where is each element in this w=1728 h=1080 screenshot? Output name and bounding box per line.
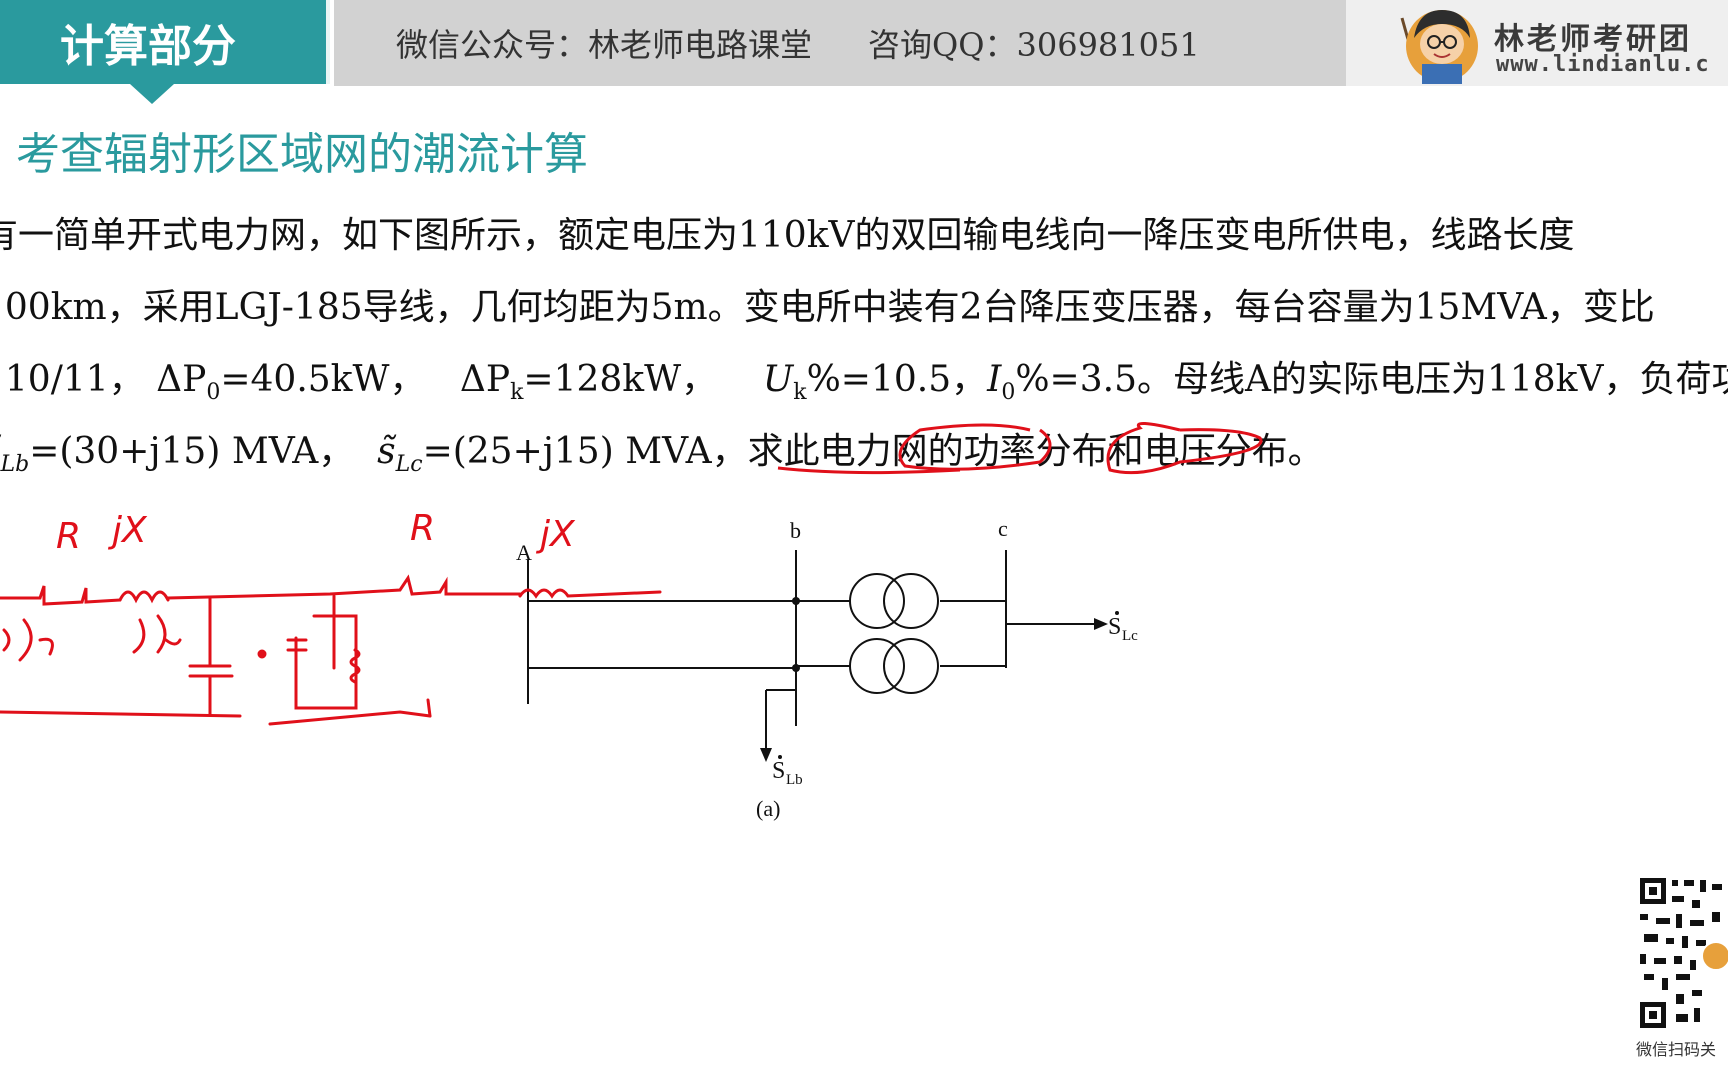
node-c-label: c [998, 516, 1008, 541]
section-tab-notch [130, 84, 174, 104]
hand-scribble-left [2, 618, 54, 662]
hand-main-wire [0, 585, 122, 606]
load-c-symbol: s̃ [377, 431, 396, 472]
impedance-voltage-sub: k [793, 380, 807, 405]
teacher-avatar-icon [1400, 10, 1478, 84]
logo-title: 林老师考研团 [1494, 22, 1692, 57]
transformer-ratio: 110/11， [0, 359, 145, 400]
short-circuit-loss-sub: k [510, 380, 524, 405]
load-c-value: =(25+j15) MVA， [422, 431, 748, 472]
load-c-sub: Lc [395, 452, 423, 477]
hand-wire-2 [166, 574, 522, 600]
no-load-loss-label: ΔP [156, 359, 207, 400]
problem-line-4: s̃Lb=(30+j15) MVA， s̃Lc=(25+j15) MVA，求此电… [0, 416, 1728, 488]
header-bar: 计算部分 微信公众号：林老师电路课堂 咨询QQ：306981051 林老师考研团… [0, 0, 1728, 104]
printed-circuit [527, 550, 1098, 752]
qr-code [1636, 874, 1728, 1034]
load-c-sub-diagram: Lc [1122, 628, 1138, 644]
node-a-label: A [516, 540, 532, 565]
no-load-loss-value: =40.5kW， [220, 359, 426, 400]
wechat-account: 微信公众号：林老师电路课堂 [396, 26, 813, 64]
qq-contact: 咨询QQ：306981051 [868, 26, 1200, 64]
no-load-loss-sub: 0 [206, 380, 221, 405]
load-b-arrow [760, 748, 772, 762]
impedance-voltage-label: U [762, 359, 794, 400]
network-diagram: A b c S Lc S Lb (a) R jX R jX [0, 508, 1138, 821]
problem-statement: 有一简单开式电力网，如下图所示，额定电压为110kV的双回输电线向一降压变电所供… [0, 200, 1728, 488]
hand-scribble-mid [132, 614, 182, 654]
bus-b-junction-upper [792, 597, 800, 605]
hand-r2: R [410, 508, 435, 549]
hand-ground-wire [0, 710, 432, 726]
handwritten-equivalent-circuit [0, 574, 662, 726]
load-c-arrow [1094, 618, 1108, 630]
no-load-current-value: %=3.5。 [1015, 359, 1173, 400]
problem-line-3-tail: 母线A的实际电压为118kV，负荷功率 [1172, 359, 1728, 400]
handwritten-labels: R jX R jX [56, 508, 576, 557]
short-circuit-loss-value: =128kW， [523, 359, 718, 400]
problem-line-1: 有一简单开式电力网，如下图所示，额定电压为110kV的双回输电线向一降压变电所供… [0, 215, 1575, 256]
hand-inductor-1 [118, 590, 170, 604]
transformer-2-secondary [883, 638, 939, 694]
short-circuit-loss-label: ΔP [459, 359, 511, 400]
qr-caption: 微信扫码关 [1636, 1040, 1717, 1059]
load-b-sub-diagram: Lb [786, 772, 803, 788]
transformer-2-primary [849, 638, 905, 694]
load-b-label: S Lb [772, 755, 803, 788]
bus-b-junction-lower [792, 664, 800, 672]
hand-dot [257, 649, 267, 659]
hand-inductor-2 [518, 588, 662, 599]
load-c-symbol-diagram: S [1108, 614, 1121, 640]
no-load-current-label: I [987, 359, 1002, 400]
no-load-current-sub: 0 [1001, 380, 1016, 405]
hand-resistor [349, 648, 361, 684]
transformer-1-secondary [883, 573, 939, 629]
problem-line-4-tail: 求此电力网的功率分布和电压分布。 [747, 431, 1324, 472]
hand-jx2: jX [535, 514, 576, 555]
contact-info-bar: 微信公众号：林老师电路课堂 咨询QQ：306981051 [334, 0, 1346, 86]
load-b-value: =(30+j15) MVA， [29, 431, 355, 472]
hand-transformer-branch [294, 614, 358, 710]
load-b-symbol-diagram: S [772, 758, 785, 784]
problem-line-2: 100km，采用LGJ-185导线，几何均距为5m。变电所中装有2台降压变压器，… [0, 287, 1655, 328]
hand-r1: R [56, 516, 81, 557]
hand-jx1: jX [107, 510, 148, 551]
impedance-voltage-value: %=10.5， [806, 359, 988, 400]
logo-url: www.lindianlu.c [1496, 52, 1710, 77]
load-b-sub: Lb [0, 452, 30, 477]
load-c-label: S Lc [1108, 611, 1138, 644]
section-label: 计算部分 [0, 0, 330, 84]
qr-avatar-icon [1701, 941, 1728, 971]
transformer-1-primary [849, 573, 905, 629]
node-b-label: b [790, 518, 801, 543]
hand-capacitor [286, 638, 308, 652]
problem-line-3: 110/11， ΔP0=40.5kW， ΔPk=128kW， Uk%=10.5，… [0, 344, 1728, 416]
diagram-caption: (a) [756, 796, 780, 821]
hand-ground-right [426, 698, 432, 718]
problem-title: 考查辐射形区域网的潮流计算 [16, 129, 588, 180]
brand-logo: 林老师考研团 www.lindianlu.c [1346, 0, 1728, 86]
